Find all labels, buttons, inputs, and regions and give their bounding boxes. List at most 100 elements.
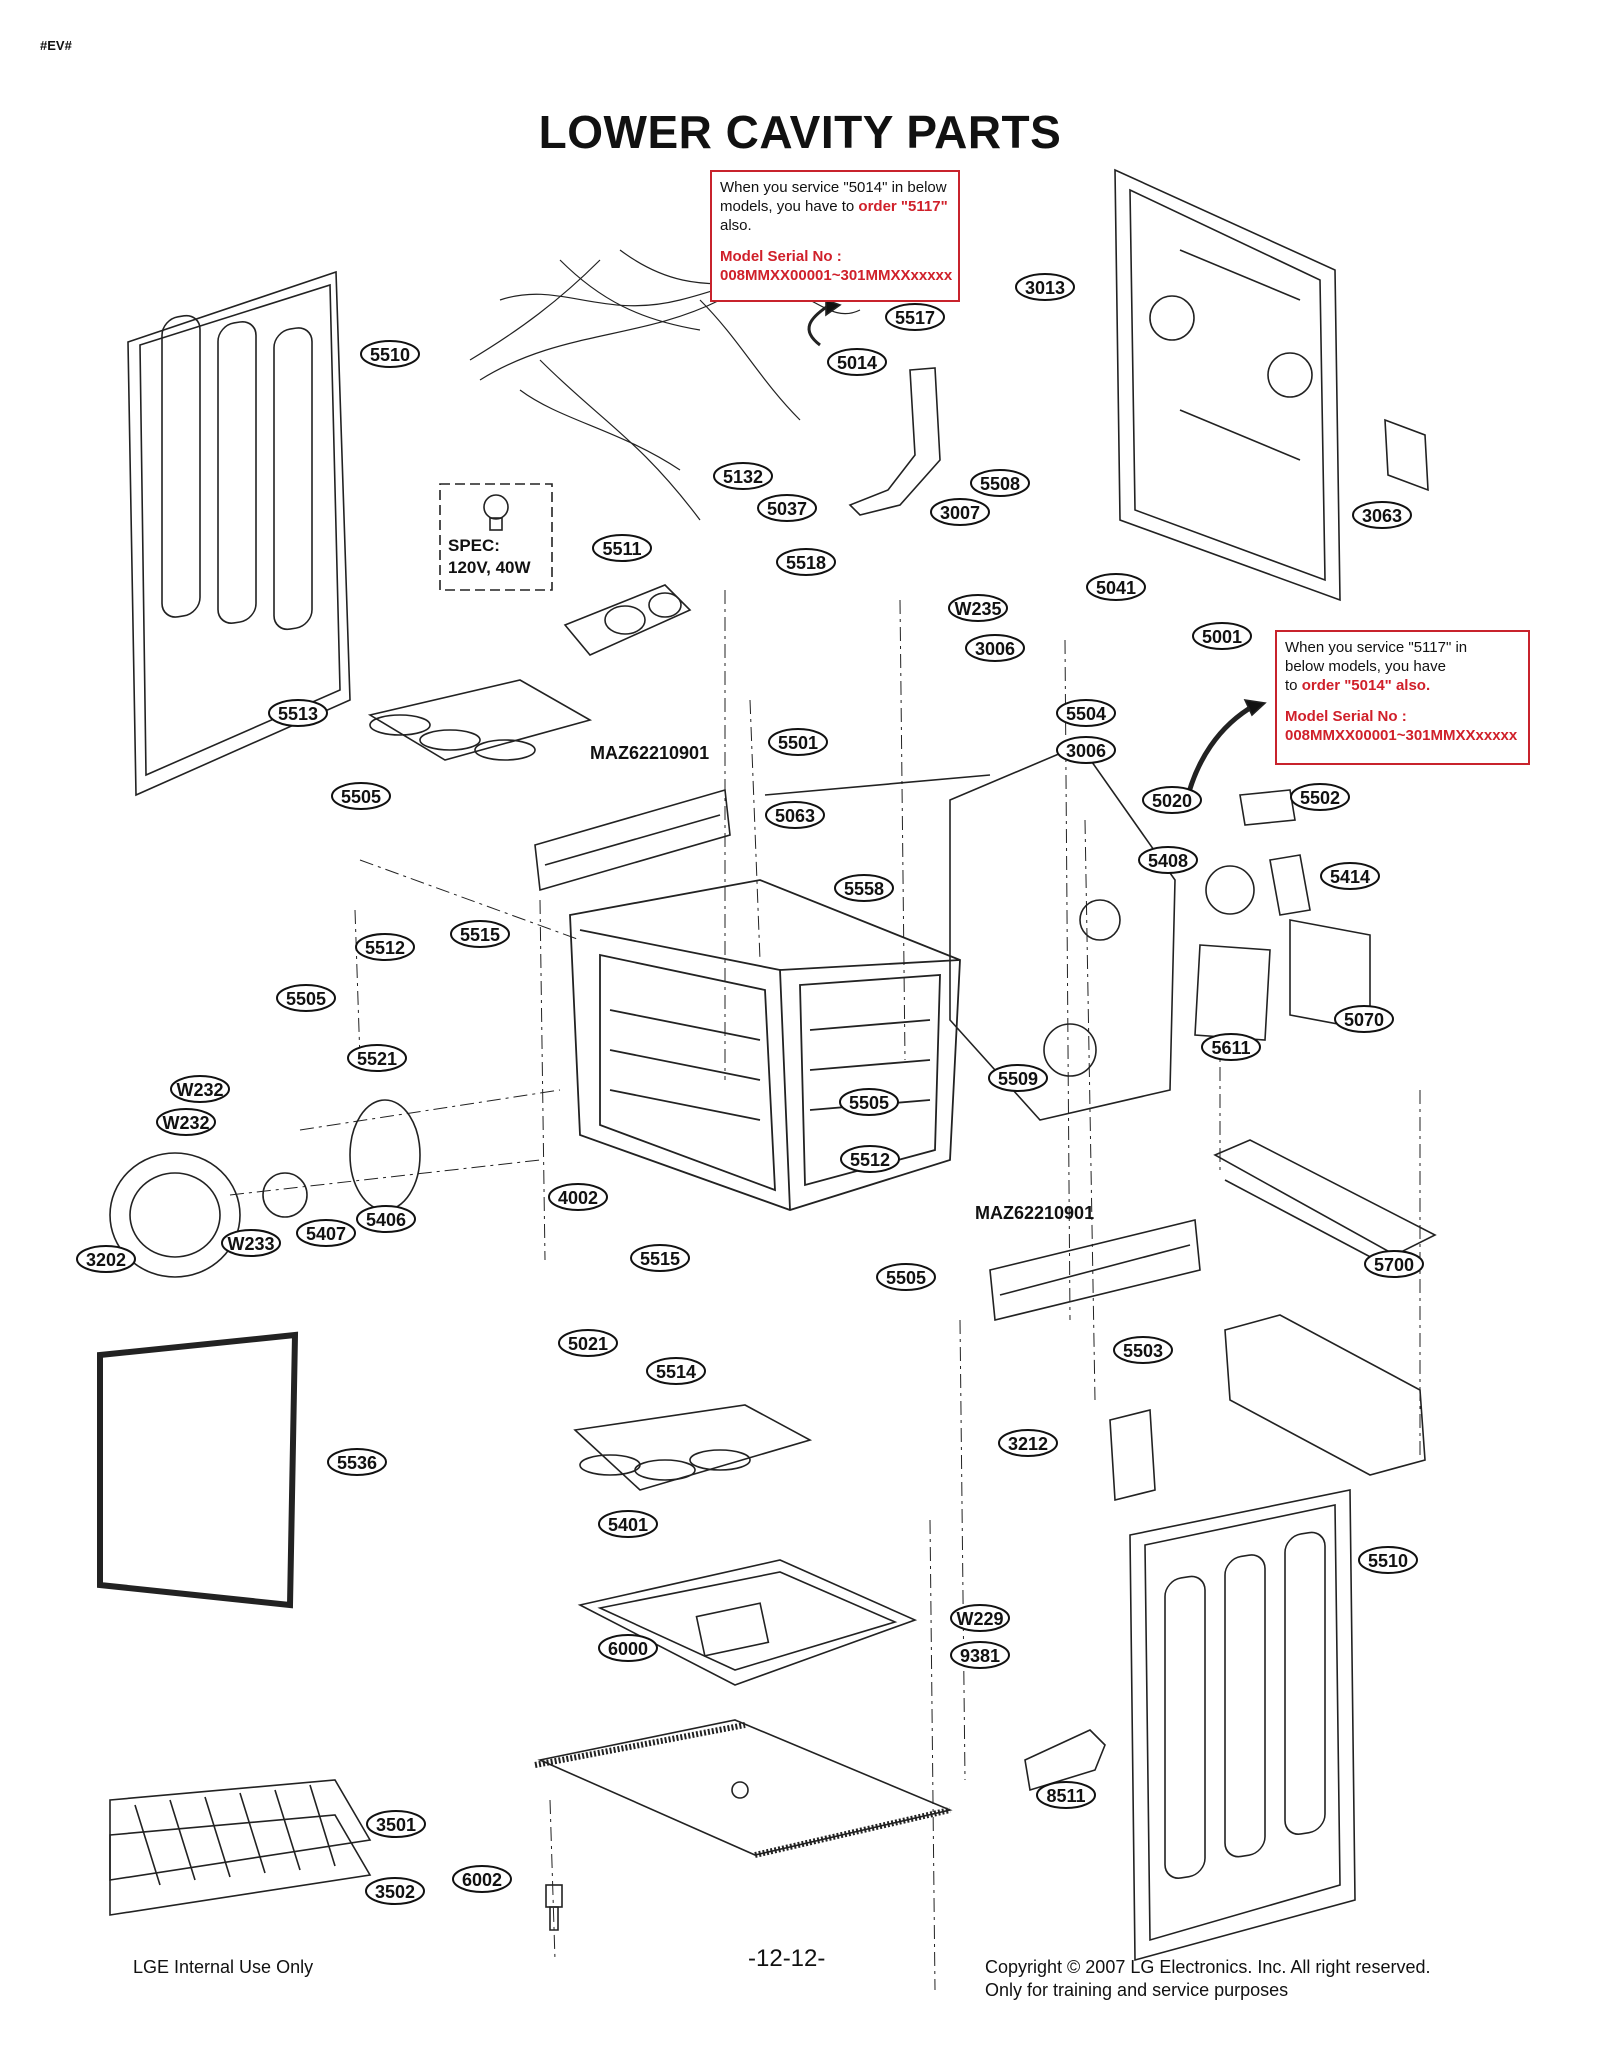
part-callout-5401: 5401	[598, 1510, 658, 1538]
part-callout-9381: 9381	[950, 1641, 1010, 1669]
callout-oval	[1015, 273, 1075, 301]
page-tag: #EV#	[40, 38, 72, 53]
callout-label: 3212	[1008, 1434, 1048, 1454]
part-callout-w233: W233	[221, 1229, 281, 1257]
rail-wire-5501	[764, 774, 991, 796]
callout-label: 5558	[844, 879, 884, 899]
part-callout-5511: 5511	[592, 534, 652, 562]
page-number: -12-12-	[748, 1945, 826, 1972]
callout-oval	[1056, 699, 1116, 727]
callout-label: 5021	[568, 1334, 608, 1354]
side-panel-right	[1129, 1489, 1356, 1962]
part-callout-5504: 5504	[1056, 699, 1116, 727]
callout-oval	[450, 920, 510, 948]
callout-oval	[757, 494, 817, 522]
part-callout-5020: 5020	[1142, 786, 1202, 814]
callout-oval	[1201, 1033, 1261, 1061]
part-callout-3006: 3006	[1056, 736, 1116, 764]
part-callout-3501: 3501	[366, 1810, 426, 1838]
footer-left: LGE Internal Use Only	[133, 1957, 314, 1977]
callout-oval	[592, 534, 652, 562]
part-callout-5070: 5070	[1334, 1005, 1394, 1033]
callout-label: 5001	[1202, 627, 1242, 647]
callout-oval	[950, 1641, 1010, 1669]
hinge-8511	[1024, 1729, 1106, 1792]
callout-label: 3502	[375, 1882, 415, 1902]
page-title: LOWER CAVITY PARTS	[538, 106, 1062, 158]
callout-label: 6000	[608, 1639, 648, 1659]
callout-label: 5401	[608, 1515, 648, 1535]
callout-oval	[630, 1244, 690, 1272]
part-callout-5512: 5512	[355, 933, 415, 961]
part-callout-5021: 5021	[558, 1329, 618, 1357]
part-callout-5041: 5041	[1086, 573, 1146, 601]
arrow-head	[825, 298, 842, 317]
callout-oval	[598, 1634, 658, 1662]
callout-label: 5407	[306, 1224, 346, 1244]
maz-label-lower: MAZ62210901	[975, 1203, 1095, 1223]
callout-oval	[366, 1810, 426, 1838]
callout-label: 5070	[1344, 1010, 1384, 1030]
part-callout-w235: W235	[948, 594, 1008, 622]
callout-oval	[839, 1088, 899, 1116]
callout-label: W232	[162, 1113, 209, 1133]
callout-oval	[1086, 573, 1146, 601]
part-callout-5407: 5407	[296, 1219, 356, 1247]
part-callout-5037: 5037	[757, 494, 817, 522]
part-callout-5514: 5514	[646, 1357, 706, 1385]
note-line: models, you have to order "5117"	[720, 197, 950, 216]
part-callout-3007: 3007	[930, 498, 990, 526]
callout-label: 5509	[998, 1069, 1038, 1089]
callout-oval	[1358, 1546, 1418, 1574]
callout-label: 5414	[1330, 867, 1370, 887]
callout-label: 5502	[1300, 788, 1340, 808]
callout-label: 3063	[1362, 506, 1402, 526]
oven-racks	[109, 1779, 372, 1916]
callout-label: 5406	[366, 1210, 406, 1230]
callout-oval	[276, 984, 336, 1012]
training-note: Only for training and service purposes	[985, 1980, 1289, 2000]
callout-label: 5513	[278, 704, 318, 724]
callout-label: 5515	[460, 925, 500, 945]
callout-label: W235	[954, 599, 1001, 619]
bottom-tray	[577, 1559, 918, 1686]
part-callout-5505: 5505	[876, 1263, 936, 1291]
callout-oval	[834, 874, 894, 902]
callout-label: 5408	[1148, 851, 1188, 871]
callout-label: 5014	[837, 353, 877, 373]
part-callout-5408: 5408	[1138, 846, 1198, 874]
part-callout-5505: 5505	[839, 1088, 899, 1116]
callout-oval	[646, 1357, 706, 1385]
part-callout-5518: 5518	[776, 548, 836, 576]
vent-3063	[1384, 418, 1429, 492]
note-text: to	[1285, 677, 1302, 694]
callout-oval	[998, 1429, 1058, 1457]
note-emphasis: order "5117"	[858, 198, 948, 215]
part-callout-5503: 5503	[1113, 1336, 1173, 1364]
part-callout-5536: 5536	[327, 1448, 387, 1476]
callout-label: 5517	[895, 308, 935, 328]
oven-cavity	[569, 879, 961, 1211]
callout-label: 4002	[558, 1188, 598, 1208]
callout-label: 5505	[286, 989, 326, 1009]
callout-oval	[598, 1510, 658, 1538]
serial-label: Model Serial No :	[720, 248, 842, 265]
callout-oval	[950, 1604, 1010, 1632]
part-callout-5505: 5505	[276, 984, 336, 1012]
part-callout-5502: 5502	[1290, 783, 1350, 811]
rail-left-top	[534, 788, 731, 892]
note-box-5014: When you service "5014" in below models,…	[710, 170, 960, 302]
callout-oval	[1138, 846, 1198, 874]
part-callout-6002: 6002	[452, 1865, 512, 1893]
callout-oval	[876, 1263, 936, 1291]
callout-label: 5510	[370, 345, 410, 365]
callout-oval	[296, 1219, 356, 1247]
part-callout-5505: 5505	[331, 782, 391, 810]
note-emphasis: order "5014" also.	[1301, 677, 1431, 694]
callout-oval	[1192, 622, 1252, 650]
part-callout-w232: W232	[156, 1108, 216, 1136]
callout-label: W229	[956, 1609, 1003, 1629]
callout-label: W232	[176, 1080, 223, 1100]
